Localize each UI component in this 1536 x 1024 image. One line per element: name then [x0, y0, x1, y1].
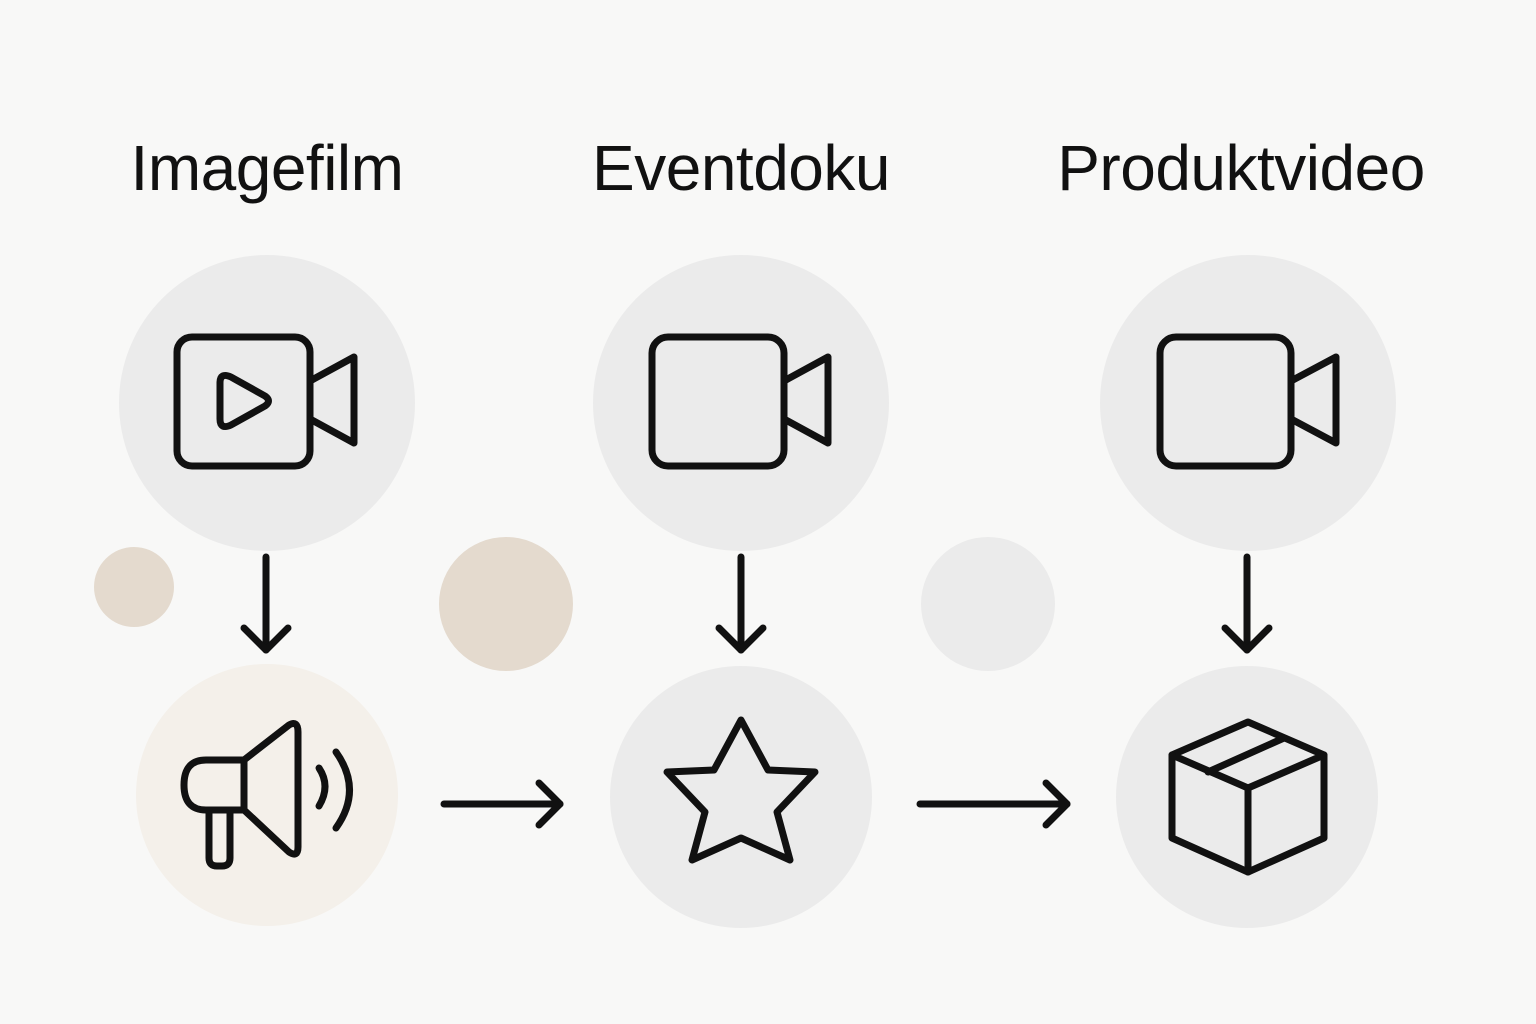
video-camera-icon	[648, 333, 832, 470]
arrow-down-icon	[1221, 553, 1273, 654]
title-eventdoku: Eventdoku	[592, 132, 890, 204]
title-produktvideo: Produktvideo	[1057, 132, 1425, 204]
arrow-down-icon	[240, 553, 292, 654]
video-camera-icon	[1156, 333, 1340, 470]
arrow-down-icon	[715, 553, 767, 654]
decorative-dot-small-beige	[94, 547, 174, 627]
top-circle-eventdoku	[593, 255, 889, 551]
megaphone-icon	[180, 720, 353, 870]
decorative-dot-large-beige	[439, 537, 573, 671]
title-imagefilm: Imagefilm	[131, 132, 404, 204]
package-box-icon	[1168, 718, 1328, 876]
arrow-right-icon	[916, 779, 1071, 829]
bottom-circle-imagefilm	[136, 664, 398, 926]
video-play-icon	[173, 333, 358, 470]
bottom-circle-eventdoku	[610, 666, 872, 928]
top-circle-produktvideo	[1100, 255, 1396, 551]
arrow-right-icon	[440, 779, 564, 829]
star-icon	[663, 716, 819, 864]
decorative-dot-gray	[921, 537, 1055, 671]
